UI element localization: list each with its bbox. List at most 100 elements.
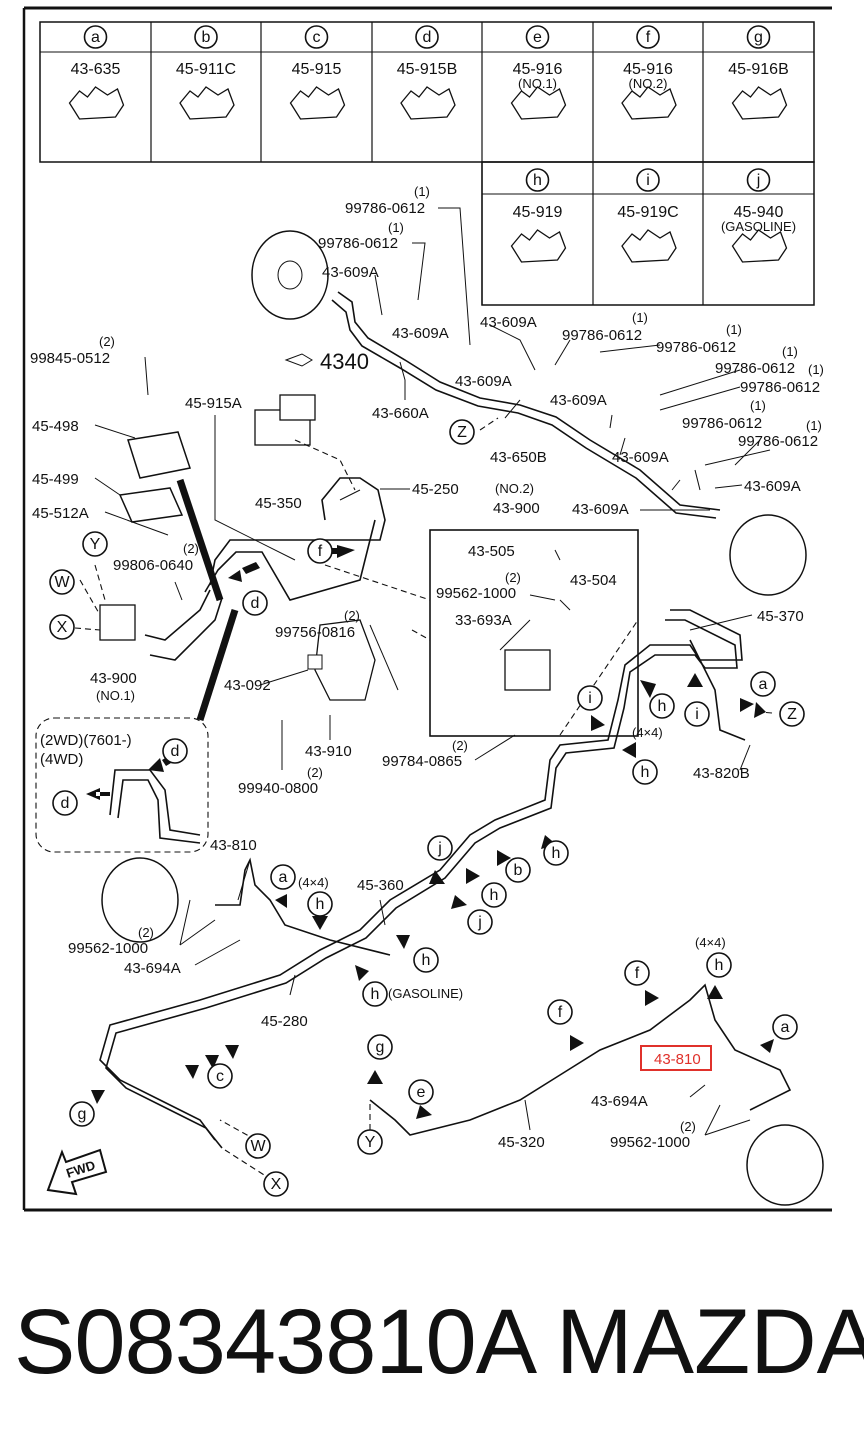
callout-letter: Y — [90, 536, 101, 553]
callout-a: a — [750, 671, 776, 697]
label-inset2: (4WD) — [40, 751, 83, 768]
callout-d: d — [242, 590, 268, 616]
legend-note: (GASOLINE) — [721, 219, 796, 234]
callout-w: W — [49, 569, 75, 595]
callout-circle — [408, 1079, 434, 1105]
label-p43609a_1: 43-609A — [322, 264, 379, 281]
label-p45250: 45-250 — [412, 481, 459, 498]
legend-cell-h: h 45-919 — [510, 168, 567, 263]
legend-part-number: 45-940 — [734, 204, 784, 221]
legend-part-number: 45-919 — [513, 204, 563, 221]
callout-letter: h — [641, 764, 650, 781]
callout-f: f — [547, 999, 573, 1025]
label-p45280: 45-280 — [261, 1013, 308, 1030]
legend-letter: b — [202, 29, 211, 46]
legend-part-number: 45-916 — [623, 61, 673, 78]
label-p99786a: 99786-0612 — [345, 200, 425, 217]
label-no2: (NO.2) — [495, 481, 534, 496]
label-p43609a_7: 43-609A — [744, 478, 801, 495]
label-p99786e: 99786-0612 — [715, 360, 795, 377]
callout-letter: Z — [457, 424, 467, 441]
label-q99786a: (1) — [414, 184, 430, 199]
legend-letter: e — [533, 29, 542, 46]
label-q99786b: (1) — [388, 220, 404, 235]
valve-43-900-no2 — [504, 649, 551, 691]
pipe-45-320 — [369, 983, 792, 1136]
legend-cell-g: g45-916B — [728, 25, 789, 120]
legend-cell-i: i45-919C — [617, 168, 679, 263]
callout-j: j — [427, 835, 453, 861]
callout-f: f — [624, 960, 650, 986]
legend-letter-circle — [746, 168, 771, 192]
callout-letter: b — [514, 862, 523, 879]
legend-note: (NO.2) — [629, 76, 668, 91]
callout-circle — [207, 1063, 233, 1089]
callout-w: W — [245, 1133, 271, 1159]
brand-name: MAZDA — [556, 1291, 864, 1393]
callout-letter: e — [417, 1084, 426, 1101]
label-p43900b: 43-900 — [493, 500, 540, 517]
callout-circle — [547, 999, 573, 1025]
legend-letter-circle — [525, 168, 550, 192]
callout-circle — [82, 531, 108, 557]
label-p43900: 43-900 — [90, 670, 137, 687]
label-p43820b: 43-820B — [693, 765, 750, 782]
valve-43-900 — [99, 604, 136, 641]
callout-letter: W — [250, 1138, 266, 1155]
callout-e: e — [408, 1079, 434, 1105]
legend-letter: i — [646, 172, 650, 189]
legend-part-number: 43-635 — [71, 61, 121, 78]
label-q99562a: (2) — [505, 570, 521, 585]
brake-pipes — [99, 291, 792, 1149]
label-p45360: 45-360 — [357, 877, 404, 894]
components — [99, 230, 824, 1206]
legend-letter-circle — [194, 25, 218, 49]
callout-letter: g — [78, 1106, 87, 1123]
label-p99562a: 99562-1000 — [436, 585, 516, 602]
label-q43900: (NO.1) — [96, 688, 135, 703]
label-p99806: 99806-0640 — [113, 557, 193, 574]
callout-circle — [307, 538, 333, 564]
pipe-inset — [109, 769, 201, 836]
callout-f: f — [307, 538, 333, 564]
rear-left-drum — [101, 857, 179, 943]
label-p43609a_5: 43-609A — [550, 392, 607, 409]
callout-letter: X — [271, 1176, 282, 1193]
callout-i: i — [684, 701, 710, 727]
callout-h: h — [632, 759, 658, 785]
reservoir-cap — [127, 431, 191, 479]
label-p43092: 43-092 — [224, 677, 271, 694]
label-gasoline: (GASOLINE) — [388, 986, 463, 1001]
callout-circle — [245, 1133, 271, 1159]
callout-i: i — [577, 685, 603, 711]
callout-h: h — [706, 952, 732, 978]
clip-icon — [621, 86, 677, 120]
clip-icon — [179, 86, 235, 120]
legend-letter-circle — [636, 25, 660, 49]
label-q99786d: (1) — [726, 322, 742, 337]
callout-letter: c — [216, 1068, 224, 1085]
clip-icon — [510, 229, 567, 263]
legend-letter: h — [533, 172, 542, 189]
callout-letter: h — [658, 698, 667, 715]
legend-letter-circle — [746, 25, 771, 49]
legend-part-number: 45-911C — [176, 61, 236, 78]
legend-part-number: 45-915B — [397, 61, 458, 78]
legend-cell-e: e45-916(NO.1) — [510, 25, 567, 120]
legend-letter: a — [91, 29, 100, 46]
pipe-43-820b — [689, 639, 746, 741]
callout-circle — [481, 882, 507, 908]
callout-circle — [624, 960, 650, 986]
label-q99786e: (1) — [782, 344, 798, 359]
rear-right-drum — [746, 1124, 824, 1206]
label-p99786h: 99786-0612 — [738, 433, 818, 450]
label-q99786c: (1) — [632, 310, 648, 325]
callout-g: g — [367, 1034, 393, 1060]
callout-circle — [270, 864, 296, 890]
legend-cell-a: a 43-635 — [68, 25, 125, 120]
label-p43910: 43-910 — [305, 743, 352, 760]
callout-circle — [684, 701, 710, 727]
legend-letter: d — [423, 29, 432, 46]
callout-circle — [772, 1014, 798, 1040]
